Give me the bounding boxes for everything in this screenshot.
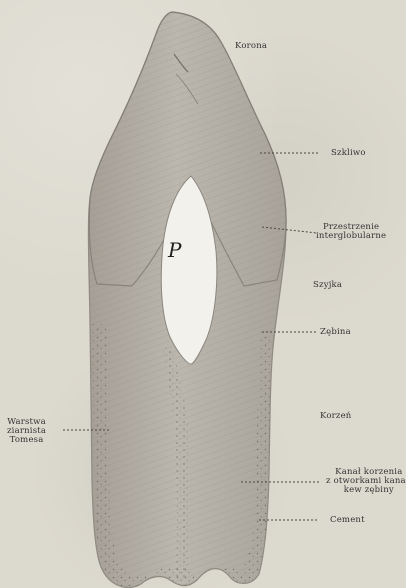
label-warstwa-line3: Tomesa — [7, 436, 46, 445]
label-kanal: Kanał korzenia z otworkami kanali kew zę… — [326, 468, 406, 495]
label-zebina: Zębina — [320, 328, 351, 337]
label-przestrzenie: Przestrzenie interglobularne — [316, 223, 386, 241]
label-szyjka: Szyjka — [313, 281, 342, 290]
label-cement: Cement — [330, 516, 365, 525]
label-warstwa: Warstwa ziarnista Tomesa — [7, 418, 46, 445]
label-kanal-line3: kew zębiny — [326, 486, 406, 495]
label-szkliwo: Szkliwo — [331, 149, 366, 158]
label-korona: Korona — [235, 42, 267, 51]
label-korzen: Korzeń — [320, 412, 352, 421]
pulp-label: P — [168, 238, 181, 262]
label-przestrzenie-line2: interglobularne — [316, 232, 386, 241]
